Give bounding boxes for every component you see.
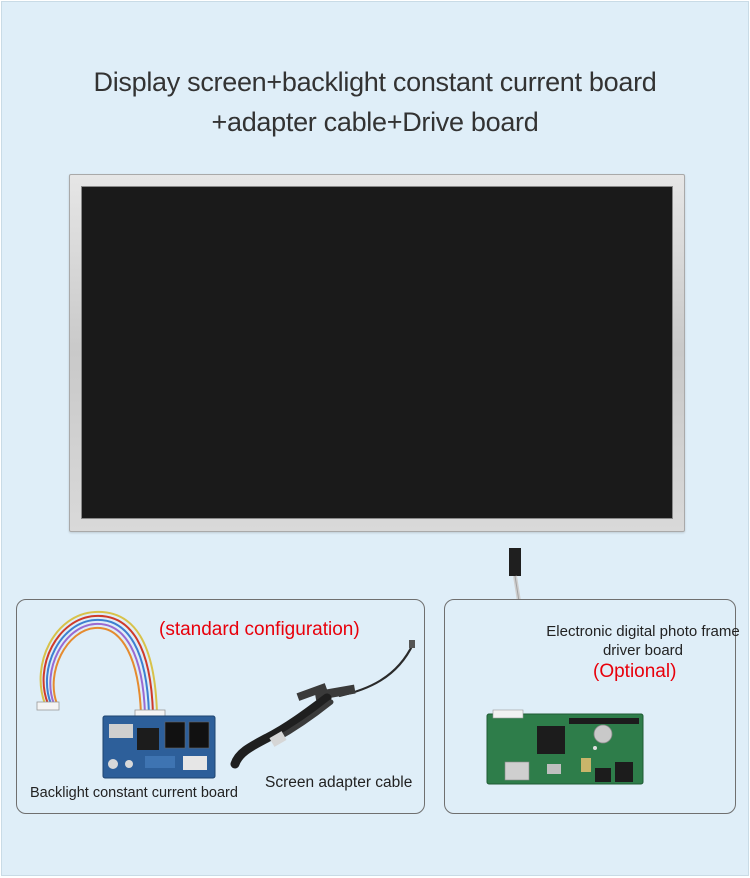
driver-board-label: Electronic digital photo frame driver bo… <box>546 623 740 659</box>
standard-configuration-label: (standard configuration) <box>159 619 360 640</box>
page-title: Display screen+backlight constant curren… <box>2 62 748 142</box>
adapter-cable-label: Screen adapter cable <box>265 774 413 791</box>
page-title-line-2: +adapter cable+Drive board <box>211 107 539 137</box>
page-title-line-1: Display screen+backlight constant curren… <box>93 67 657 97</box>
display-screen <box>81 186 673 519</box>
driver-board-image <box>486 709 644 785</box>
standard-configuration-box: (standard configuration) <box>16 599 425 814</box>
optional-label: (Optional) <box>593 661 677 682</box>
backlight-board-image <box>36 610 216 779</box>
display-panel <box>69 174 685 532</box>
adapter-cable-image <box>230 640 415 769</box>
backlight-board-label: Backlight constant current board <box>30 785 238 801</box>
optional-driver-board-box: Electronic digital photo frame driver bo… <box>444 599 740 814</box>
